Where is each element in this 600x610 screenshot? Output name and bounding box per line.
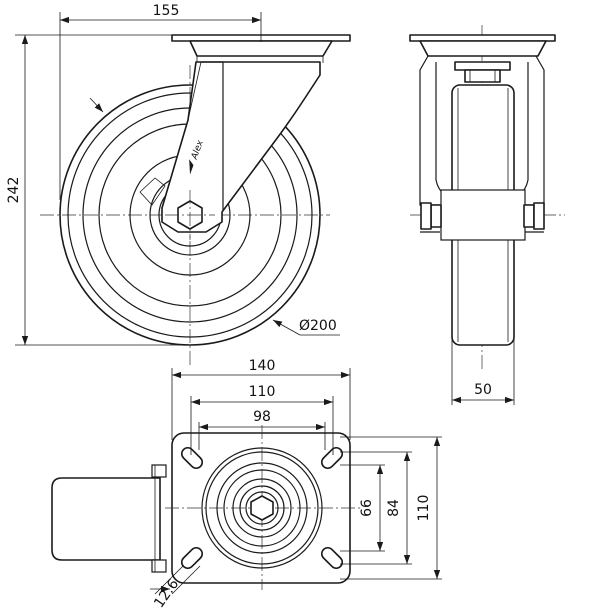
dimension-98: 98 <box>253 409 271 425</box>
dimension-110-horizontal: 110 <box>249 384 276 400</box>
mount-hole-bottom-left <box>180 546 204 570</box>
dimension-50: 50 <box>474 382 492 398</box>
dimension-242: 242 <box>6 177 22 204</box>
dimension-84: 84 <box>386 499 402 517</box>
dimension-110-vertical: 110 <box>416 495 432 522</box>
dimension-155: 155 <box>153 3 180 19</box>
bottom-view: 140 110 98 110 84 66 12.6 <box>51 358 442 610</box>
swivel-fork <box>161 61 321 233</box>
dimension-140: 140 <box>249 358 276 374</box>
mount-hole-bottom-right <box>320 546 344 570</box>
dimension-diameter-200: Ø200 <box>299 318 337 334</box>
side-view: Alex 155 242 Ø200 <box>6 3 351 365</box>
mount-hole-top-right <box>320 446 344 470</box>
dimension-66: 66 <box>359 499 375 517</box>
front-view: 50 <box>409 25 565 405</box>
mount-hole-top-left <box>180 446 204 470</box>
